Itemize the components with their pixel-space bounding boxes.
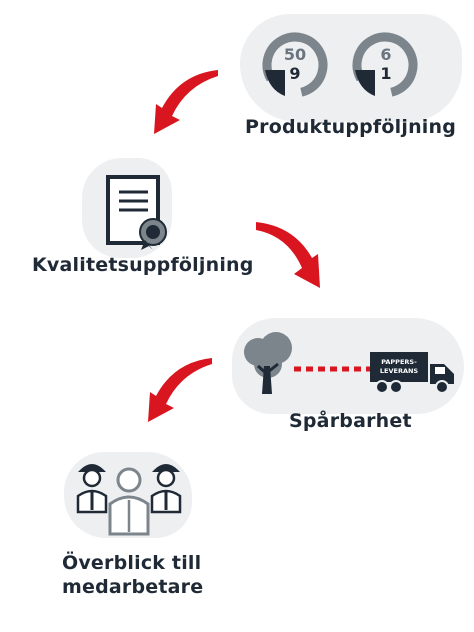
curved-arrow-icon [148, 358, 212, 422]
kvalitet-label: Kvalitetsuppföljning [32, 254, 254, 276]
truck-icon: PAPPERS- LEVERANS [370, 352, 454, 394]
gauge-left-bottom-value: 9 [289, 64, 301, 83]
curved-arrow-icon [154, 70, 218, 134]
certificate-icon [106, 175, 167, 250]
gauge-right-bottom-value: 1 [380, 64, 392, 83]
gauge-icon [352, 32, 418, 98]
curved-arrow-icon [256, 222, 320, 288]
truck-text-line2: LEVERANS [380, 367, 419, 375]
produkt-label: Produktuppföljning [245, 116, 457, 138]
truck-text-line1: PAPPERS- [381, 358, 417, 366]
sparbarhet-label: Spårbarhet [289, 410, 412, 432]
overblick-label-line2: medarbetare [62, 576, 204, 598]
tree-icon [244, 332, 292, 394]
gauge-right-top-value: 6 [380, 45, 392, 64]
workers-icon [76, 464, 182, 536]
gauge-icon [262, 32, 328, 98]
produkt-background [240, 14, 462, 122]
dotted-route-line [294, 366, 372, 372]
gauge-left-top-value: 50 [283, 45, 307, 64]
overblick-label-line1: Överblick till [62, 552, 202, 574]
